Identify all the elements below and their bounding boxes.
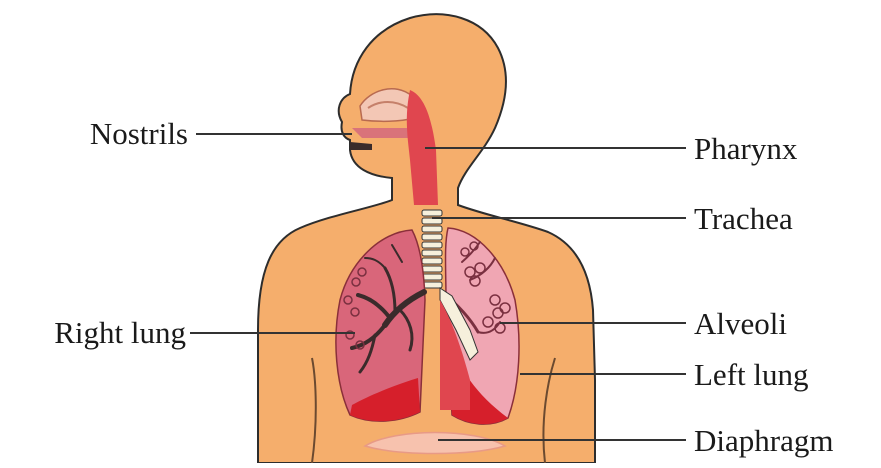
label-right-lung: Right lung [10, 317, 186, 348]
nasal-passage [352, 128, 410, 138]
label-pharynx: Pharynx [694, 133, 797, 164]
label-trachea: Trachea [694, 203, 793, 234]
label-diaphragm: Diaphragm [694, 425, 833, 456]
label-nostrils: Nostrils [54, 118, 188, 149]
label-alveoli: Alveoli [694, 308, 787, 339]
label-left-lung: Left lung [694, 359, 809, 390]
